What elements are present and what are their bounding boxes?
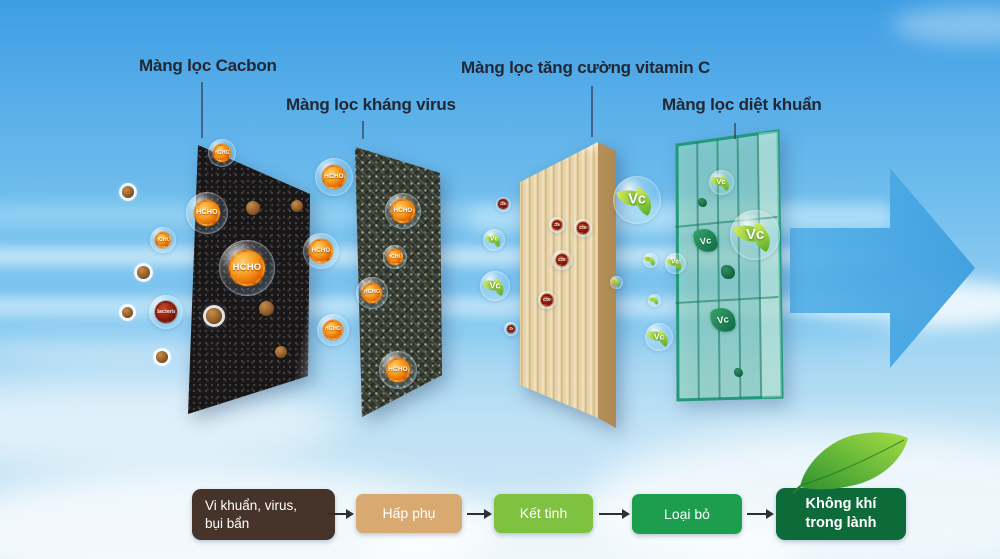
vc-particle: Vc [613,176,661,224]
hcho-particle: HCHO [385,193,421,229]
greendot-particle [697,197,707,207]
flow-step-text: bụi bẩn [205,515,250,531]
greendot-particle [721,265,735,279]
dot-particle [136,265,150,279]
filter-label-antibacterial: Màng lọc diệt khuẩn [662,95,822,114]
bacteria-particle: Bacteria [574,219,592,237]
hcho-particle: HCHO [317,314,349,346]
flow-arrow-icon [747,509,774,519]
bacteria-particle: Bacteria [549,217,565,233]
bacteria-particle: Bacteria [149,295,183,329]
hcho-particle: HCHO [150,227,176,253]
greendot-particle [733,367,743,377]
airflow-arrow-icon [790,168,975,368]
flow-arrow-icon [599,509,630,519]
dot-particle [122,186,134,198]
hcho-particle: HCHO [383,245,407,269]
vcleaf-particle: Vc [709,306,737,334]
hcho-particle: HCHO [379,351,417,389]
flow-step-text: Không khí [805,495,877,512]
flow-step-text: Loại bỏ [664,505,710,522]
vc-particle [642,252,658,268]
filter-label-vitamin-c: Màng lọc tăng cường vitamin C [461,58,711,77]
bacteria-particle: Bacteria [538,291,556,309]
filter-label-carbon: Màng lọc Cacbon [139,56,277,75]
cloud [0,378,340,468]
label-line [734,123,736,139]
flow-step-crystallize: Kết tinh [494,494,593,533]
flow-step-adsorb: Hấp phụ [356,494,462,533]
vc-particle [647,293,661,307]
label-line [362,121,364,139]
flow-step-fresh-air: Không khí trong lành [776,488,906,540]
bacteria-particle: Bacteria [504,322,518,336]
vc-particle: Vc [645,323,673,351]
dot-particle [206,308,222,324]
hcho-particle: HCHO [303,233,339,269]
vc-particle: Vc [708,169,734,195]
flow-step-text: Hấp phụ [382,505,436,522]
label-line [591,86,593,137]
flow-arrow-icon [467,509,492,519]
carbon-filter-panel [185,142,313,420]
vc-particle: Vc [730,210,780,260]
flow-step-text: Kết tinh [519,505,568,522]
flow-step-pollutants: Vi khuẩn, virus, bụi bẩn [192,489,335,540]
hcho-particle: HCHO [208,139,236,167]
flow-step-text: trong lành [805,515,877,531]
filter-label-antivirus: Màng lọc kháng virus [286,95,456,114]
vc-particle: Vc [483,229,505,251]
vc-particle [609,275,623,289]
dot-particle [121,306,133,318]
bacteria-particle: Bacteria [552,250,572,270]
vc-particle: Vc [664,252,686,274]
hcho-particle: HCHO [219,240,275,296]
hcho-particle: HCHO [315,158,353,196]
dot-particle [258,300,274,316]
dot-particle [275,346,287,358]
dot-particle [291,200,303,212]
vitamin-c-filter-panel [518,140,620,432]
flow-step-remove: Loại bỏ [632,494,742,534]
bacteria-particle: Bacteria [495,196,511,212]
vc-particle: Vc [480,271,510,301]
flow-arrow-icon [327,509,354,519]
hcho-particle: HCHO [186,192,228,234]
flow-step-text: Vi khuẩn, virus, [205,497,298,513]
label-line [201,82,203,138]
vcleaf-particle: Vc [692,227,718,253]
panel-side-edge [598,142,616,428]
dot-particle [156,351,168,363]
leaf-icon [792,432,908,494]
hcho-particle: HCHO [356,277,388,309]
dot-particle [246,201,260,215]
